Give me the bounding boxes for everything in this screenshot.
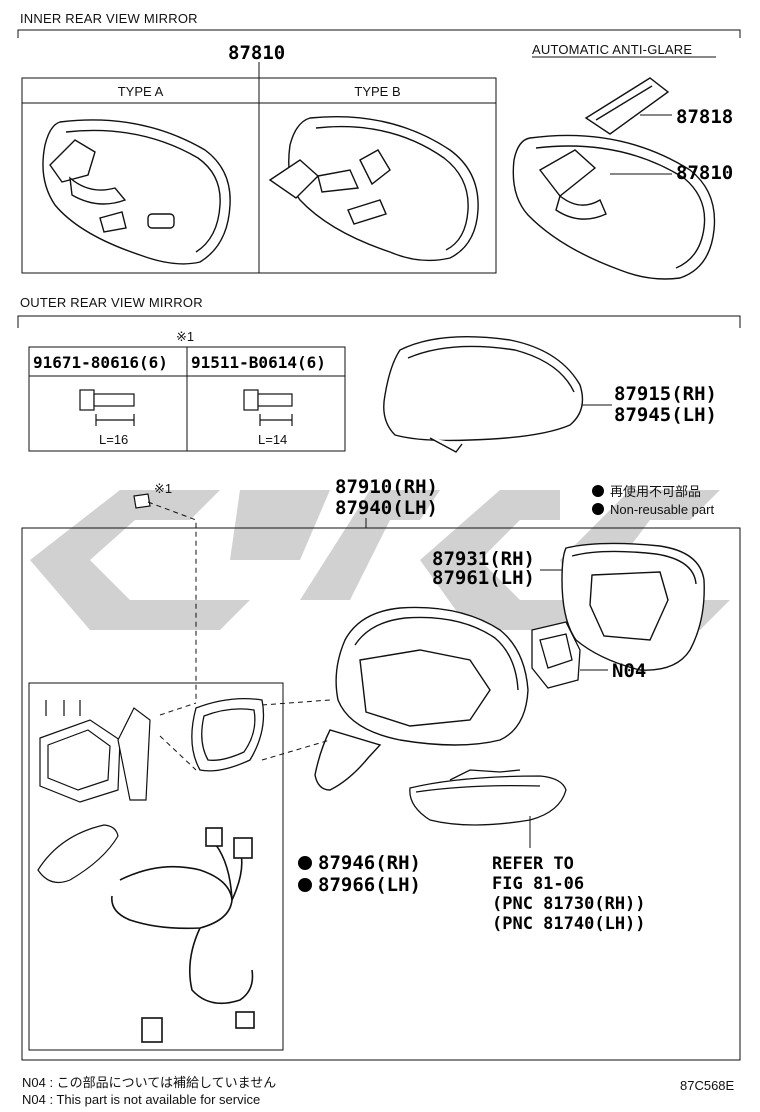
glass-part-rh: 87931(RH) <box>432 548 535 570</box>
refer-line-3: (PNC 81730(RH)) <box>492 894 646 914</box>
motor-drawing <box>531 621 581 689</box>
bolt-drawings <box>79 389 293 426</box>
antiglare-mirror-part-number: 87810 <box>676 162 734 184</box>
mirror-glass-drawing <box>561 542 705 671</box>
refer-line-1: REFER TO <box>492 854 574 874</box>
footer-note-jp: N04 : この部品については補給していません <box>22 1075 277 1090</box>
bolt-part-number-2: 91511-B0614(6) <box>191 353 326 372</box>
non-reusable-dot-icon <box>298 878 312 892</box>
bolt-part-number-1: 91671-80616(6) <box>33 353 168 372</box>
bolt-table <box>28 346 346 452</box>
mirror-type-a-drawing <box>42 119 231 265</box>
inner-leaders <box>610 114 672 175</box>
type-b-header: TYPE B <box>354 84 401 99</box>
gasket-drawing <box>191 698 265 772</box>
cover-part-lh: 87945(LH) <box>614 404 717 426</box>
small-bolt-ref-mark: ※1 <box>154 481 173 496</box>
footer-note-en: N04 : This part is not available for ser… <box>22 1092 261 1107</box>
inner-section-frame <box>17 29 741 38</box>
legend-dot-icon <box>592 485 604 497</box>
type-a-header: TYPE A <box>117 84 164 99</box>
inner-type-table <box>21 62 497 274</box>
harness-part-lh: 87966(LH) <box>298 874 421 896</box>
assy-part-lh: 87940(LH) <box>335 497 438 519</box>
outer-section-frame <box>17 315 741 1061</box>
motor-part-label: N04 <box>612 660 647 682</box>
legend-en: Non-reusable part <box>592 502 714 517</box>
actuator-drawing <box>39 700 151 803</box>
small-bolt-drawing <box>133 493 151 509</box>
inner-main-part-number: 87810 <box>228 42 286 64</box>
bolt-length-1: L=16 <box>99 432 129 447</box>
mirror-antiglare-drawing <box>512 77 716 280</box>
glass-part-lh: 87961(LH) <box>432 567 535 589</box>
refer-line-2: FIG 81-06 <box>492 874 585 894</box>
wiring-harness-drawing <box>111 827 255 1043</box>
assy-part-rh: 87910(RH) <box>335 476 438 498</box>
sensor-part-number: 87818 <box>676 106 734 128</box>
subbox-dashed-leaders <box>159 699 331 771</box>
harness-part-lh-text: 87966(LH) <box>318 874 421 896</box>
cover-part-rh: 87915(RH) <box>614 383 717 405</box>
mirror-housing-drawing <box>314 606 529 791</box>
harness-part-rh-text: 87946(RH) <box>318 852 421 874</box>
harness-part-rh: 87946(RH) <box>298 852 421 874</box>
legend-dot-icon <box>592 503 604 515</box>
auto-antiglare-label: AUTOMATIC ANTI-GLARE <box>532 42 693 57</box>
figure-code: 87C568E <box>680 1078 735 1093</box>
mirror-cover-drawing <box>383 335 584 453</box>
turn-signal-drawing <box>409 769 567 826</box>
non-reusable-dot-icon <box>298 856 312 870</box>
bolt-length-2: L=14 <box>258 432 288 447</box>
outer-section-title: OUTER REAR VIEW MIRROR <box>20 295 203 310</box>
inner-section-title: INNER REAR VIEW MIRROR <box>20 11 198 26</box>
legend-en-text: Non-reusable part <box>610 502 715 517</box>
legend-jp-text: 再使用不可部品 <box>610 484 702 499</box>
refer-line-4: (PNC 81740(LH)) <box>492 914 646 934</box>
bolt-dashed-leader <box>147 501 197 700</box>
bracket-drawing <box>37 824 119 883</box>
legend-jp: 再使用不可部品 <box>592 481 701 500</box>
mirror-type-b-drawing <box>268 115 479 262</box>
harness-subbox <box>28 682 284 1051</box>
bolt-table-ref-mark: ※1 <box>176 329 195 344</box>
